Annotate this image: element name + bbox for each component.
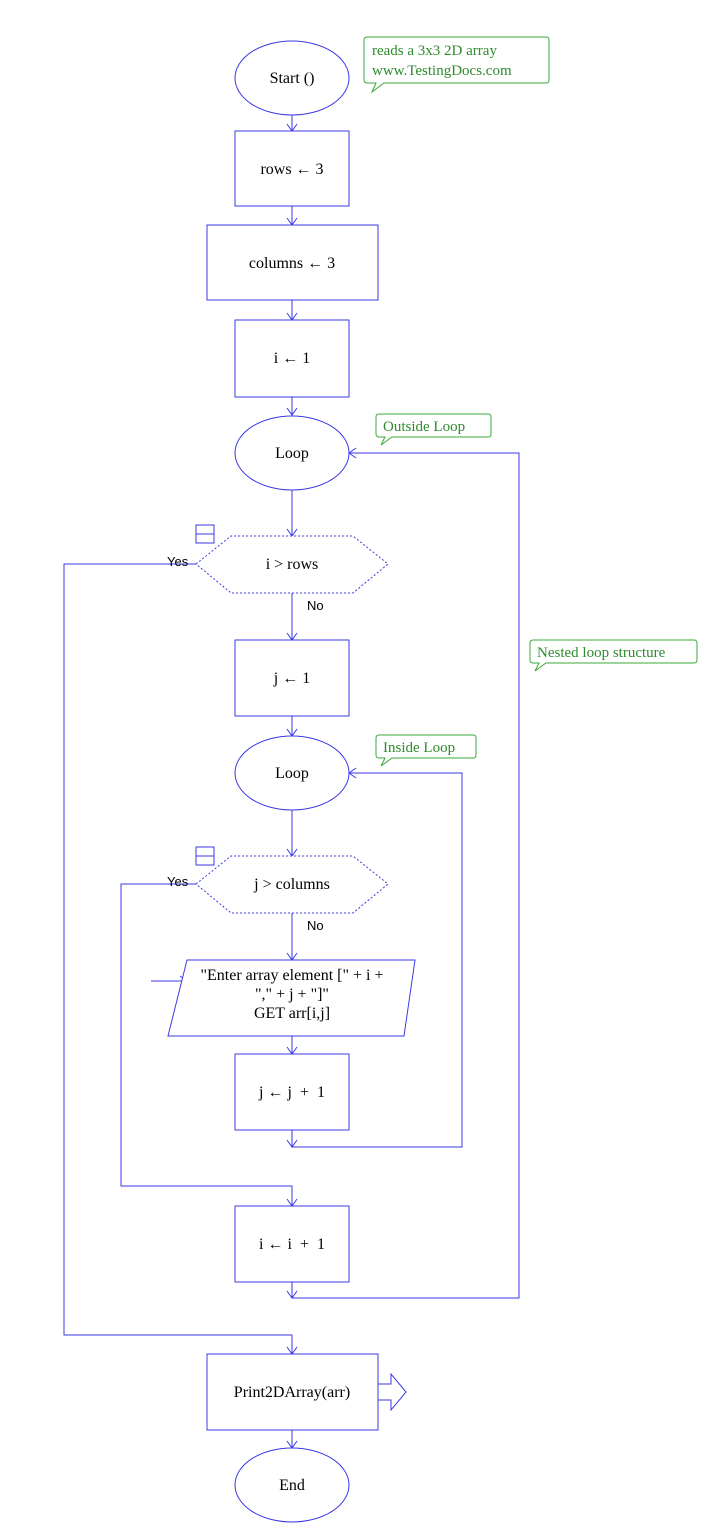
- inner-collapse-icon[interactable]: [195, 846, 215, 866]
- inner-condition-shape[interactable]: [195, 855, 389, 914]
- input-parallelogram[interactable]: [167, 959, 416, 1037]
- inside-loop-comment[interactable]: Inside Loop: [375, 734, 477, 767]
- start-label: Start (): [270, 70, 315, 87]
- collapse-markers: [195, 524, 215, 866]
- j-increment-label: j ← j + 1: [258, 1084, 325, 1101]
- edge-outer-yes-exit: [63, 563, 293, 1354]
- input-label-line1: "Enter array element [" + i +: [200, 967, 383, 984]
- outer-loop-label: Loop: [275, 445, 309, 462]
- edge-inner-back-loop: [291, 772, 463, 1148]
- inner-loop-label: Loop: [275, 765, 309, 782]
- outer-condition-shape[interactable]: [195, 535, 389, 594]
- print-call-box[interactable]: [206, 1353, 379, 1431]
- outer-condition-label: i > rows: [266, 556, 319, 573]
- outer-loop-terminal[interactable]: [234, 415, 350, 491]
- arrowhead-outer-loop: [286, 407, 298, 416]
- outer-yes-label: Yes: [167, 554, 189, 569]
- inside-loop-comment-text: Inside Loop: [383, 740, 455, 756]
- nested-loop-comment[interactable]: Nested loop structure: [529, 639, 698, 672]
- print-call-arrow-icon: [377, 1372, 407, 1412]
- rows-assign-box[interactable]: [234, 130, 350, 207]
- columns-assign-box[interactable]: [206, 224, 379, 301]
- outside-loop-comment[interactable]: Outside Loop: [375, 413, 492, 446]
- nested-loop-comment-text: Nested loop structure: [537, 645, 666, 661]
- i-init-box[interactable]: [234, 319, 350, 398]
- comment-callouts: reads a 3x3 2D array www.TestingDocs.com…: [363, 36, 698, 767]
- outer-collapse-icon[interactable]: [195, 524, 215, 544]
- outside-loop-comment-text: Outside Loop: [383, 419, 465, 435]
- print-call-label: Print2DArray(arr): [234, 1384, 350, 1401]
- arrowhead-inner-merge: [286, 1139, 298, 1148]
- inner-condition-label: j > columns: [253, 876, 330, 893]
- i-increment-box[interactable]: [234, 1205, 350, 1283]
- i-increment-label: i ← i + 1: [259, 1236, 325, 1253]
- end-label: End: [279, 1477, 305, 1494]
- inner-no-label: No: [307, 918, 324, 933]
- header-comment-line2: www.TestingDocs.com: [372, 63, 512, 79]
- edge-outer-back-loop: [291, 452, 520, 1299]
- start-terminal[interactable]: [234, 40, 350, 116]
- end-terminal[interactable]: [234, 1447, 350, 1523]
- inner-loop-terminal[interactable]: [234, 735, 350, 811]
- j-increment-box[interactable]: [234, 1053, 350, 1131]
- columns-assign-label: columns ← 3: [249, 255, 335, 272]
- nodes: [167, 40, 416, 1523]
- node-labels: Start () rows ← 3 columns ← 3 i ← 1 Loop…: [200, 70, 383, 1494]
- i-init-label: i ← 1: [274, 350, 310, 367]
- input-label-line2: "," + j + "]": [255, 986, 329, 1003]
- edge-labels: Yes No Yes No: [167, 554, 324, 933]
- arrowhead-outer-merge: [286, 1290, 298, 1299]
- header-comment-line1: reads a 3x3 2D array: [372, 43, 497, 59]
- connectors: [63, 115, 520, 1448]
- input-label-line3: GET arr[i,j]: [254, 1005, 330, 1022]
- j-init-box[interactable]: [234, 639, 350, 717]
- rows-assign-label: rows ← 3: [260, 161, 323, 178]
- inner-yes-label: Yes: [167, 874, 189, 889]
- header-comment[interactable]: reads a 3x3 2D array www.TestingDocs.com: [363, 36, 550, 94]
- outer-no-label: No: [307, 598, 324, 613]
- j-init-label: j ← 1: [273, 670, 310, 687]
- edge-inner-yes-exit: [120, 883, 293, 1206]
